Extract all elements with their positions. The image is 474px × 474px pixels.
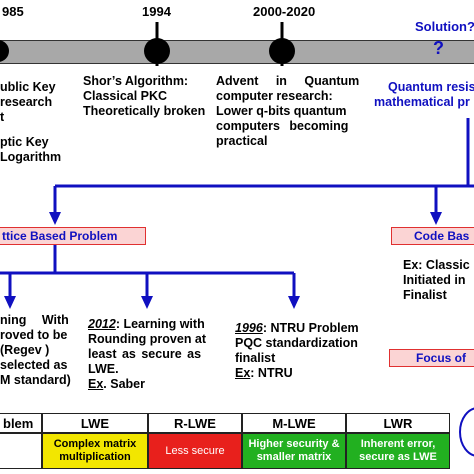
marker-1985: [0, 40, 9, 62]
year-1985: 985: [2, 4, 24, 19]
lattice-arrow-head: [49, 212, 61, 225]
table-cell-mlwe: Higher security & smaller matrix: [242, 433, 346, 469]
table-header-problem: blem: [0, 413, 42, 433]
saber-year: 2012: [88, 317, 116, 331]
focus-box: Focus of: [389, 349, 474, 367]
highlight-circle: [459, 407, 474, 457]
timeline-bar: [0, 40, 474, 64]
saber-ex-label: Ex: [88, 377, 104, 391]
marker-2000: [269, 38, 295, 64]
saber-item-text: 2012: Learning with Rounding proven at l…: [88, 317, 207, 391]
advent-event-text: Advent in Quantum computer research: Low…: [216, 74, 360, 148]
table-cell-rlwe: Less secure: [148, 433, 242, 469]
table-cell-lwe: Complex matrix multiplication: [42, 433, 148, 469]
lwe-item-text: ning With roved to be (Regev ) selected …: [0, 313, 71, 387]
table-cell-lwr: Inherent error, secure as LWE: [346, 433, 450, 469]
lattice-box: ttice Based Problem: [0, 227, 146, 245]
shor-event-text: Shor’s Algorithm: Classical PKC Theoreti…: [83, 74, 206, 118]
ntru-year: 1996: [235, 321, 263, 335]
table-header-lwr: LWR: [346, 413, 450, 433]
table-cell-problem: [0, 433, 42, 469]
ntru-ex-label: Ex: [235, 366, 251, 380]
table-header-rlwe: R-LWE: [148, 413, 242, 433]
table-header-lwe: LWE: [42, 413, 148, 433]
year-1994: 1994: [142, 4, 171, 19]
marker-1994: [144, 38, 170, 64]
code-box: Code Bas: [391, 227, 474, 245]
left-event-text: ublic Key research t ptic Key Logarithm: [0, 80, 62, 164]
quantum-resistant-text: Quantum resis mathematical pr: [374, 80, 474, 109]
ntru-item-text: 1996: NTRU Problem PQC standardization f…: [235, 321, 359, 380]
solution-label: Solution?: [415, 19, 474, 34]
code-item-text: Ex: Classic Initiated in Finalist: [403, 258, 470, 302]
question-mark: ?: [433, 38, 444, 58]
year-2000-2020: 2000-2020: [253, 4, 316, 19]
code-arrow-head: [430, 212, 442, 225]
table-header-mlwe: M-LWE: [242, 413, 346, 433]
